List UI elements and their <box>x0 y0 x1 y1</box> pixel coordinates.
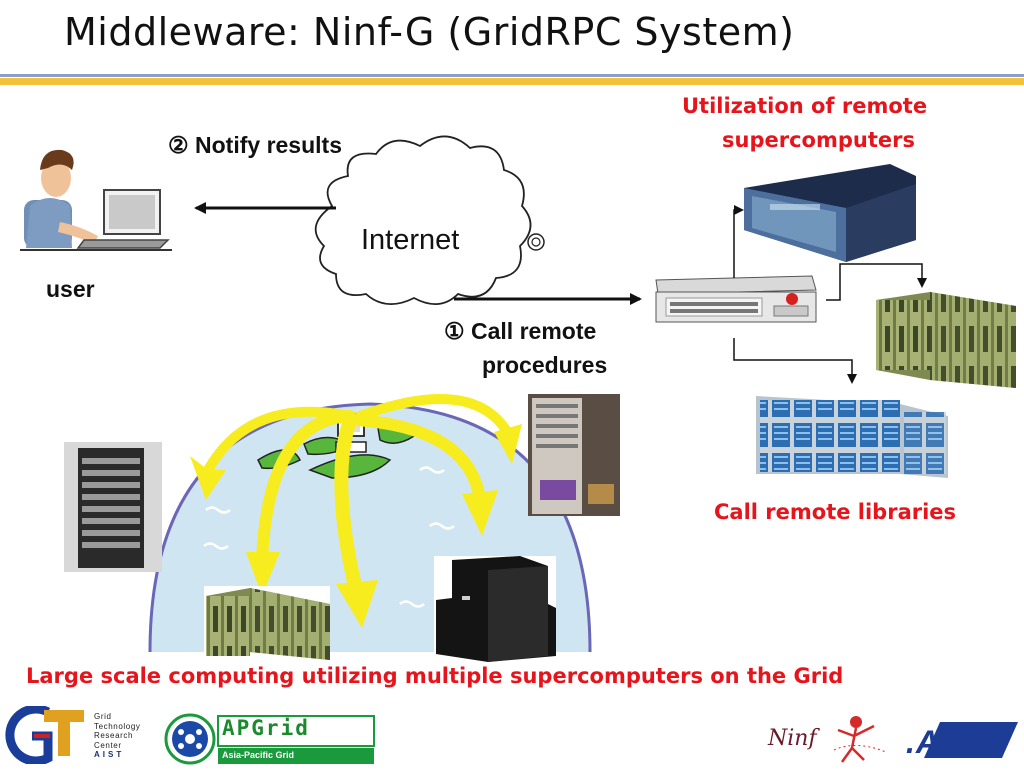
call-remote-libraries-label: Call remote libraries <box>714 500 957 524</box>
step-marker-1: ① <box>444 318 465 344</box>
gtrc-text: Grid Technology Research Center AIST <box>94 712 140 760</box>
ninf-figure-icon <box>833 716 887 763</box>
connector-to-blue-cluster <box>733 338 857 384</box>
supercomputer-upper <box>744 164 916 262</box>
cloud-puff-tiny <box>531 237 541 247</box>
call-procedures-line1: Call remote <box>471 318 597 344</box>
apgrid-logo <box>164 712 376 766</box>
utilization-line1: Utilization of remote <box>682 94 928 118</box>
notify-results-text: Notify results <box>195 132 342 158</box>
internet-label: Internet <box>361 224 460 256</box>
connector-to-upper-supercomputer <box>733 205 744 278</box>
connector-to-green-cluster <box>826 263 927 301</box>
ninf-server-appliance <box>655 275 817 323</box>
step-marker-2: ② <box>168 132 189 158</box>
call-procedures-label: ① Call remote <box>444 318 596 345</box>
notify-results-label: ② Notify results <box>168 132 342 159</box>
footer-caption: Large scale computing utilizing multiple… <box>26 664 844 688</box>
slide-title: Middleware: Ninf-G (GridRPC System) <box>64 10 795 54</box>
apgrid-logo-mark <box>164 713 375 765</box>
gtrc-line: Center <box>94 740 122 750</box>
title-rule-blue <box>0 74 1024 77</box>
aist-logo: .AIST <box>906 724 993 760</box>
gtrc-logo <box>4 704 92 766</box>
rack-photo-left <box>64 442 162 572</box>
green-cluster-right <box>876 292 1016 388</box>
rack-photo-right <box>528 394 620 516</box>
utilization-line2: supercomputers <box>722 128 915 152</box>
gtrc-line: Grid <box>94 712 112 721</box>
gtrc-line: Research <box>94 731 134 740</box>
apgrid-tagline: Asia-Pacific Grid <box>222 750 295 760</box>
black-supercomputer <box>434 556 556 664</box>
title-rule-gold <box>0 78 1024 85</box>
internet-cloud <box>314 135 532 305</box>
gtrc-line: AIST <box>94 750 125 759</box>
grid-beams <box>190 393 522 628</box>
blue-cluster <box>756 396 948 478</box>
gtrc-logo-mark <box>5 704 84 766</box>
apgrid-wordmark: APGrid <box>222 716 310 740</box>
ninf-logo: Ninf <box>768 726 817 751</box>
user-label: user <box>46 276 95 302</box>
aist-logo-shape <box>924 722 1018 758</box>
green-cluster-bottom <box>204 586 330 662</box>
call-procedures-line2: procedures <box>482 352 608 378</box>
user-illustration <box>20 149 172 251</box>
gtrc-line: Technology <box>94 721 141 731</box>
